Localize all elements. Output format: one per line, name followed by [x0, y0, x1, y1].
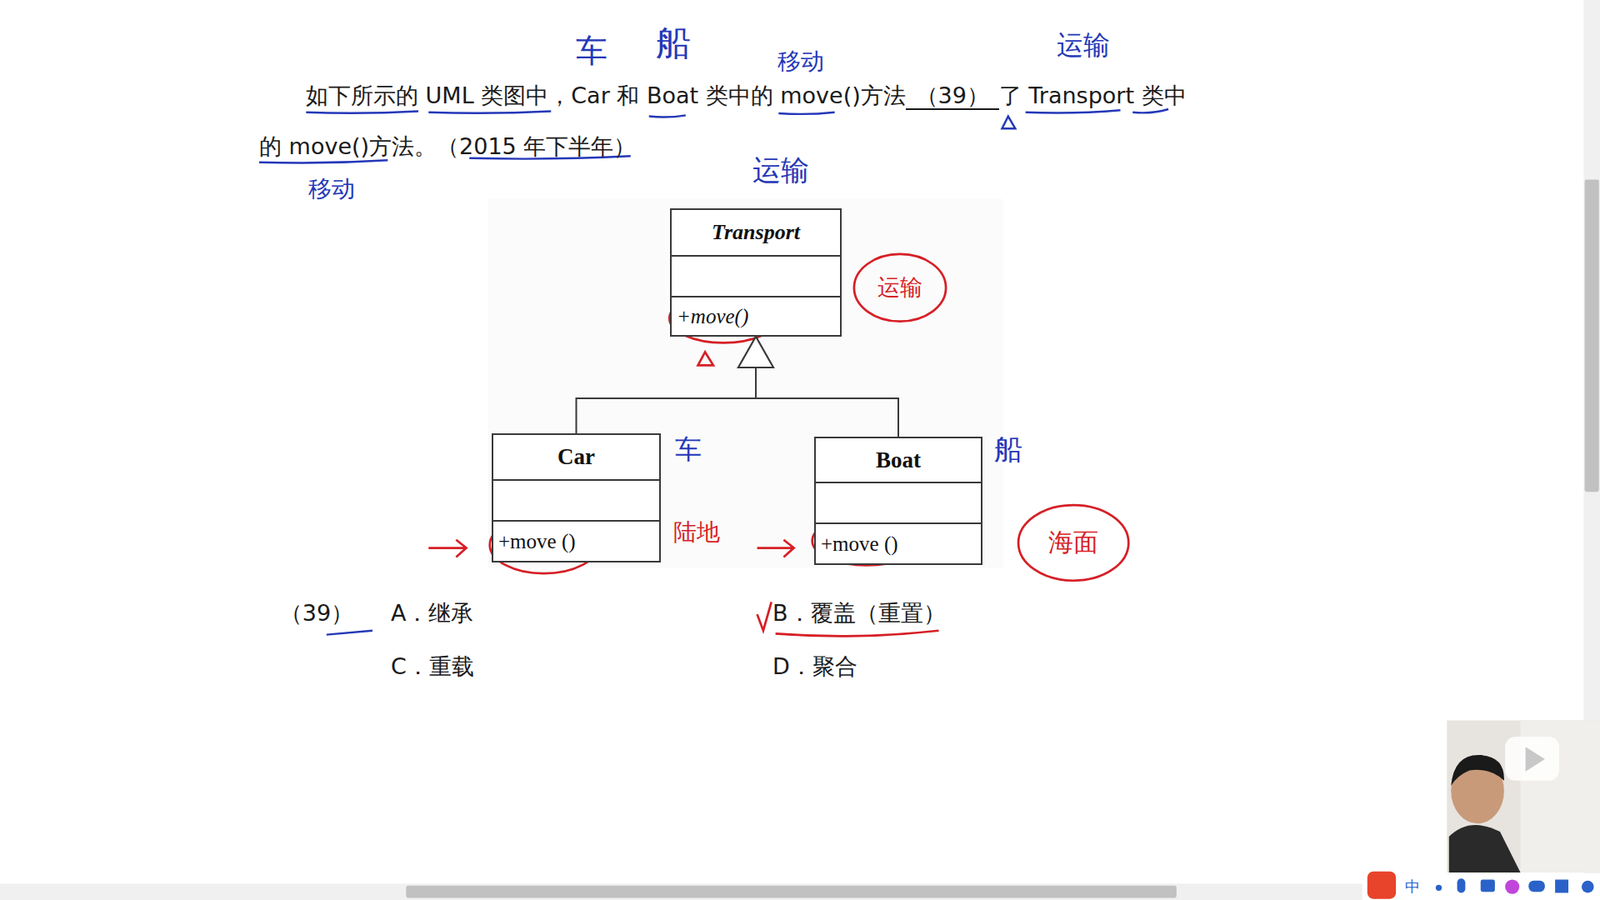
handwritten-note: 移动 — [308, 175, 355, 204]
handwritten-note: 船 — [994, 432, 1023, 467]
attribute-compartment — [671, 255, 840, 296]
handwritten-note: 移动 — [777, 47, 825, 76]
pen-underline — [1025, 110, 1121, 113]
handwritten-note: 车 — [675, 433, 702, 465]
pen-underline — [305, 110, 419, 113]
handwritten-note: 陆地 — [673, 518, 720, 547]
class-name: Transport — [711, 220, 800, 245]
method-name: +move () — [498, 530, 576, 554]
handwritten-note: 运输 — [1056, 29, 1110, 61]
diagram-ground — [487, 199, 1003, 569]
ime-icon — [1581, 880, 1595, 894]
method-compartment: +move () — [493, 520, 660, 561]
method-name: +move() — [676, 305, 749, 329]
option: C．重载 — [390, 653, 475, 680]
answer-blank: （39） — [905, 83, 1000, 110]
person-hair — [1450, 755, 1505, 786]
play-icon — [1525, 746, 1545, 771]
connector-line — [755, 367, 899, 437]
pen-underline — [778, 112, 835, 115]
ime-icon — [1505, 880, 1520, 895]
method-compartment: +move() — [671, 295, 840, 335]
class-box: Car +move () — [491, 433, 661, 563]
ime-icon — [1480, 880, 1495, 893]
attribute-compartment — [815, 481, 981, 523]
video-thumbnail — [1446, 720, 1600, 872]
pen-underline — [428, 110, 551, 113]
generalization-head — [738, 336, 774, 368]
abstract-class-box: Transport +move() — [670, 208, 842, 337]
method-compartment: +move () — [815, 522, 981, 564]
pen-underlines — [259, 109, 1169, 635]
handwritten-note: 海面 — [1048, 527, 1099, 558]
connector-line — [576, 367, 757, 434]
ime-bar — [1362, 873, 1600, 900]
ime-icon — [1435, 885, 1442, 891]
person-body — [1449, 825, 1521, 873]
class-name-compartment: Car — [493, 435, 660, 480]
class-name-compartment: Transport — [671, 210, 840, 255]
ime-icon — [1528, 880, 1545, 892]
option: A．继承 — [390, 600, 474, 627]
method-name: +move () — [820, 532, 899, 556]
generalization-connector — [576, 336, 775, 434]
red-arrow — [428, 540, 466, 558]
option: D．聚合 — [772, 653, 858, 680]
handwritten-note: 船 — [655, 22, 691, 65]
ime-icon — [1457, 878, 1466, 893]
pen-underline — [649, 115, 686, 117]
question-part: 如下所示的 UML 类图中，Car 和 Boat 类中的 move()方法 — [305, 82, 906, 109]
play-button — [1505, 736, 1560, 781]
pen-triangle — [1001, 116, 1015, 130]
red-check — [757, 601, 772, 630]
scrollbar-track — [0, 883, 1600, 900]
red-circle — [1018, 505, 1129, 581]
red-triangle — [698, 351, 714, 365]
scrollbar-thumb — [1585, 180, 1600, 493]
red-underline — [775, 630, 940, 637]
class-name-compartment: Boat — [815, 438, 981, 482]
handwritten-note: 车 — [575, 32, 608, 71]
pen-underline — [259, 160, 388, 163]
generalization-head — [738, 336, 774, 368]
question-text: 如下所示的 UML 类图中，Car 和 Boat 类中的 move()方法（39… — [259, 70, 1193, 172]
option: B．覆盖（重置） — [772, 600, 946, 627]
pen-underline — [1132, 109, 1169, 113]
ime-logo — [1367, 871, 1396, 900]
question-number: （39） — [280, 600, 354, 627]
generalization-connector — [738, 336, 899, 437]
red-circle — [854, 254, 946, 322]
handwritten-note: 运输 — [877, 274, 923, 301]
scrollbar-thumb — [405, 885, 1176, 899]
ime-mode: 中 — [1405, 877, 1420, 896]
ime-icon — [1555, 880, 1569, 894]
class-name: Boat — [875, 447, 921, 474]
class-name: Car — [557, 444, 595, 470]
ime-icons — [1435, 878, 1595, 894]
red-arrow — [757, 540, 795, 558]
attribute-compartment — [493, 479, 660, 520]
handwritten-note: 运输 — [752, 153, 810, 188]
class-box: Boat +move () — [814, 436, 983, 565]
pen-underline — [326, 630, 373, 635]
